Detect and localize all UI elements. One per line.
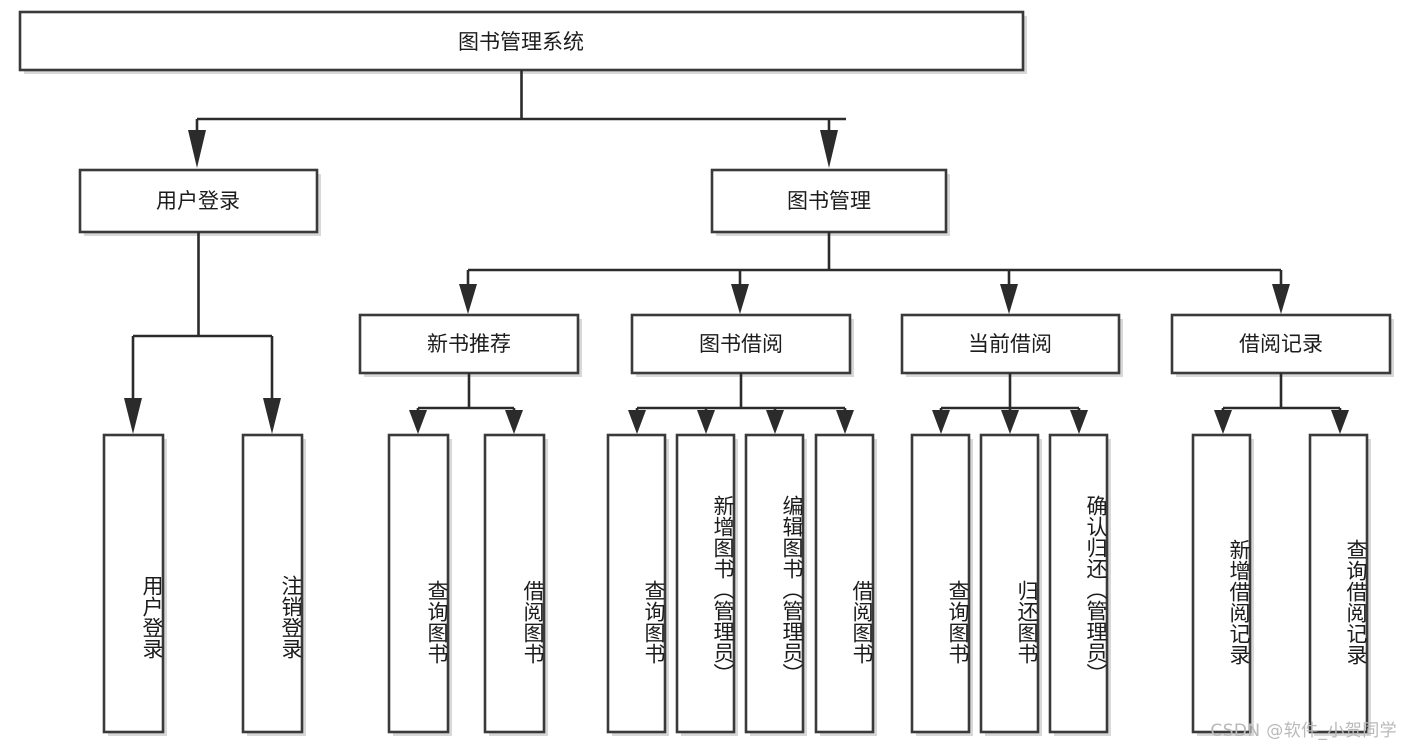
arrow-to-current-borrow [1000, 284, 1018, 314]
node-borrow-record[interactable] [1170, 313, 1394, 377]
leaf-box-new-book-2[interactable] [483, 433, 548, 736]
arrow-bookborrow-leaf-1 [628, 410, 646, 434]
arrow-to-borrow-record [1272, 284, 1290, 314]
leaf-box-current-borrow-3[interactable] [1048, 433, 1111, 736]
node-new-book-recommend[interactable] [358, 313, 582, 377]
arrow-bookborrow-leaf-2 [697, 410, 715, 434]
arrow-currentborrow-leaf-2 [1001, 410, 1019, 434]
level2-label-book-manage: 图书管理 [787, 189, 871, 213]
leaf-box-borrow-record-2[interactable] [1308, 433, 1371, 736]
arrow-borrowrecord-leaf-2 [1331, 410, 1349, 434]
arrow-userlogin-leaf-2 [263, 398, 281, 434]
arrow-newbook-leaf-1 [409, 410, 427, 434]
arrow-to-new-book [459, 284, 477, 314]
arrow-currentborrow-leaf-3 [1070, 410, 1088, 434]
arrow-to-user-login [188, 130, 206, 168]
arrow-newbook-leaf-2 [505, 410, 523, 434]
arrow-bookborrow-leaf-3 [766, 410, 784, 434]
node-user-login[interactable] [78, 168, 321, 236]
level2-label-user-login: 用户登录 [156, 189, 240, 213]
arrow-userlogin-leaf-1 [124, 398, 142, 434]
leaf-box-book-borrow-1[interactable] [606, 433, 669, 736]
leaf-box-book-borrow-4[interactable] [814, 433, 877, 736]
root-label: 图书管理系统 [458, 30, 584, 54]
node-current-borrow[interactable] [900, 313, 1123, 377]
leaf-box-book-borrow-2[interactable] [675, 433, 738, 736]
leaf-box-current-borrow-2[interactable] [979, 433, 1042, 736]
arrow-to-book-borrow [731, 284, 749, 314]
leaf-box-borrow-record-1[interactable] [1191, 433, 1254, 736]
leaf-box-new-book-1[interactable] [387, 433, 452, 736]
level3-label-current-borrow: 当前借阅 [968, 332, 1052, 356]
arrow-currentborrow-leaf-1 [932, 410, 950, 434]
leaf-box-user-login-1[interactable] [102, 433, 167, 736]
leaf-box-current-borrow-1[interactable] [910, 433, 973, 736]
level3-label-borrow-record: 借阅记录 [1239, 332, 1323, 356]
node-book-manage[interactable] [710, 168, 950, 236]
arrow-borrowrecord-leaf-1 [1214, 410, 1232, 434]
arrow-to-book-manage [820, 130, 838, 168]
leaf-box-user-login-2[interactable] [241, 433, 306, 736]
leaf-box-book-borrow-3[interactable] [744, 433, 807, 736]
csdn-watermark: CSDN @软件_小贺同学 [1210, 721, 1397, 741]
level3-label-book-borrow: 图书借阅 [699, 332, 783, 356]
level3-label-new-book: 新书推荐 [427, 332, 511, 356]
node-root[interactable] [18, 10, 1027, 74]
arrow-bookborrow-leaf-4 [836, 410, 854, 434]
